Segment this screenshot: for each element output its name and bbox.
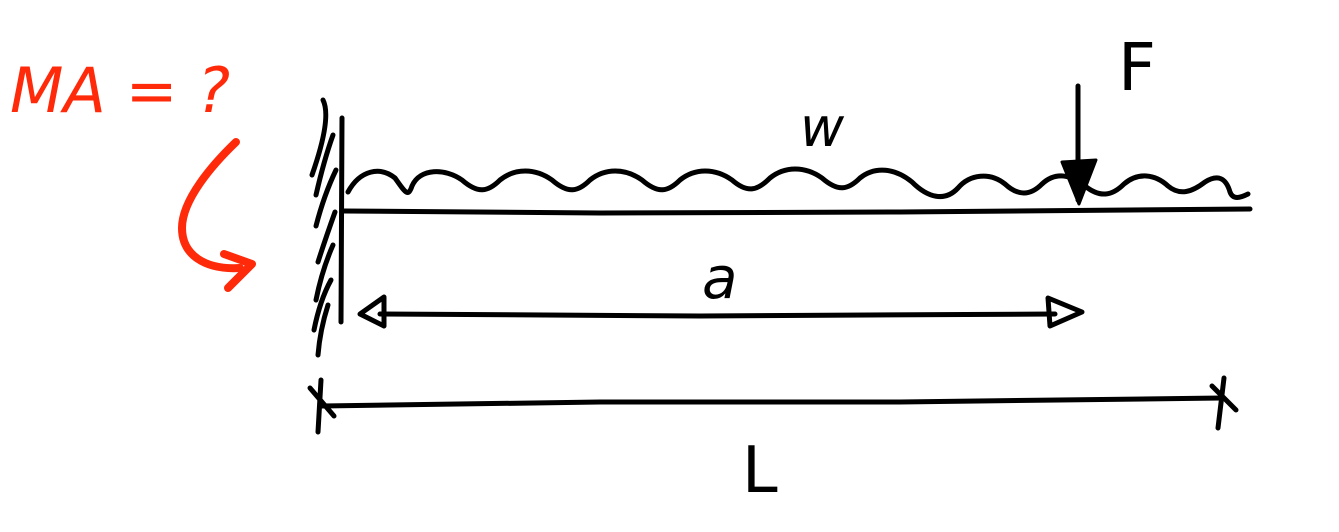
fixed-wall-support [309, 97, 345, 358]
dimension-a-label: a [702, 244, 738, 312]
moment-label: MA = ? [10, 54, 230, 127]
distributed-load-label: w [800, 96, 845, 159]
distributed-load-wave [345, 166, 1251, 200]
point-load-arrow [1060, 83, 1098, 206]
dimension-a [357, 294, 1085, 329]
moment-reaction-arrow [178, 138, 256, 292]
dimension-l-label: L [742, 434, 778, 508]
beam [341, 206, 1253, 216]
point-load-label: F [1118, 29, 1156, 106]
dimension-l [307, 375, 1239, 435]
